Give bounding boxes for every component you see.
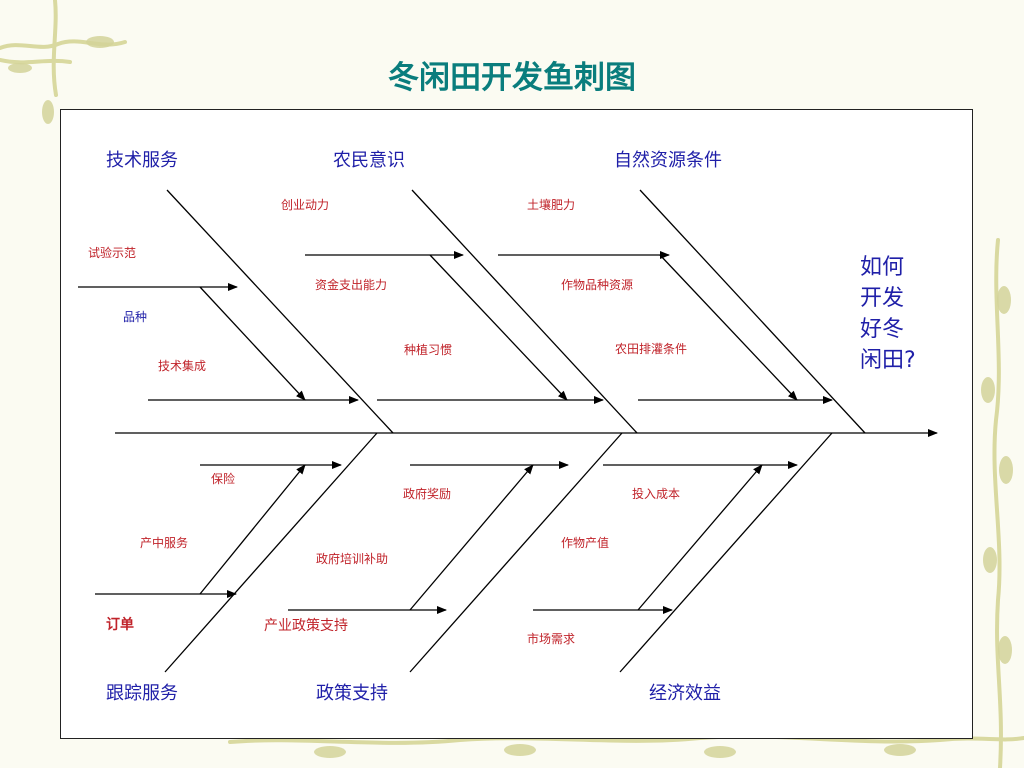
- cause-input-cost: 投入成本: [632, 487, 681, 501]
- bone-policy-support: [409, 432, 623, 673]
- arrow-midterm-service: [199, 464, 306, 595]
- cause-irrigation: 农田排灌条件: [615, 342, 688, 356]
- cause-entrepreneurship: 创业动力: [281, 198, 330, 212]
- cause-tech-integration: 技术集成: [158, 359, 207, 373]
- cause-gov-training: 政府培训补助: [316, 552, 389, 566]
- category-farmer-awareness: 农民意识: [333, 150, 405, 171]
- cause-demo: 试验示范: [88, 246, 137, 260]
- page-title: 冬闲田开发鱼刺图: [388, 60, 636, 96]
- cause-order: 订单: [106, 617, 134, 633]
- cause-capital: 资金支出能力: [315, 278, 388, 292]
- cause-industry-policy: 产业政策支持: [264, 618, 348, 634]
- arrow-output-value: [637, 464, 763, 611]
- cause-midterm-service: 产中服务: [140, 536, 189, 550]
- arrow-gov-training: [409, 464, 534, 611]
- category-economic-benefit: 经济效益: [649, 683, 721, 704]
- cause-crop-variety: 作物品种资源: [561, 278, 634, 292]
- category-tracking-service: 跟踪服务: [106, 683, 178, 704]
- category-tech-service: 技术服务: [106, 150, 178, 171]
- bone-natural-resources: [639, 189, 866, 434]
- cause-insurance: 保险: [211, 472, 236, 486]
- cause-soil: 土壤肥力: [527, 198, 576, 212]
- cause-market-demand: 市场需求: [527, 632, 576, 646]
- cause-output-value: 作物产值: [561, 536, 610, 550]
- arrow-capital: [429, 254, 568, 401]
- cause-variety: 品种: [123, 310, 148, 324]
- arrow-variety: [199, 286, 306, 401]
- cause-planting-habit: 种植习惯: [404, 343, 453, 357]
- bone-economic-benefit: [619, 432, 833, 673]
- category-natural-resources: 自然资源条件: [614, 150, 722, 171]
- bone-tech-service: [166, 189, 394, 434]
- effect-question: 如何 开发 好冬 闲田?: [860, 255, 916, 373]
- bone-farmer-awareness: [411, 189, 638, 434]
- diagram-panel: [60, 109, 973, 739]
- arrow-crop-variety: [659, 254, 798, 401]
- bone-tracking-service: [164, 432, 378, 673]
- category-policy-support: 政策支持: [316, 683, 388, 704]
- cause-gov-reward: 政府奖励: [403, 487, 452, 501]
